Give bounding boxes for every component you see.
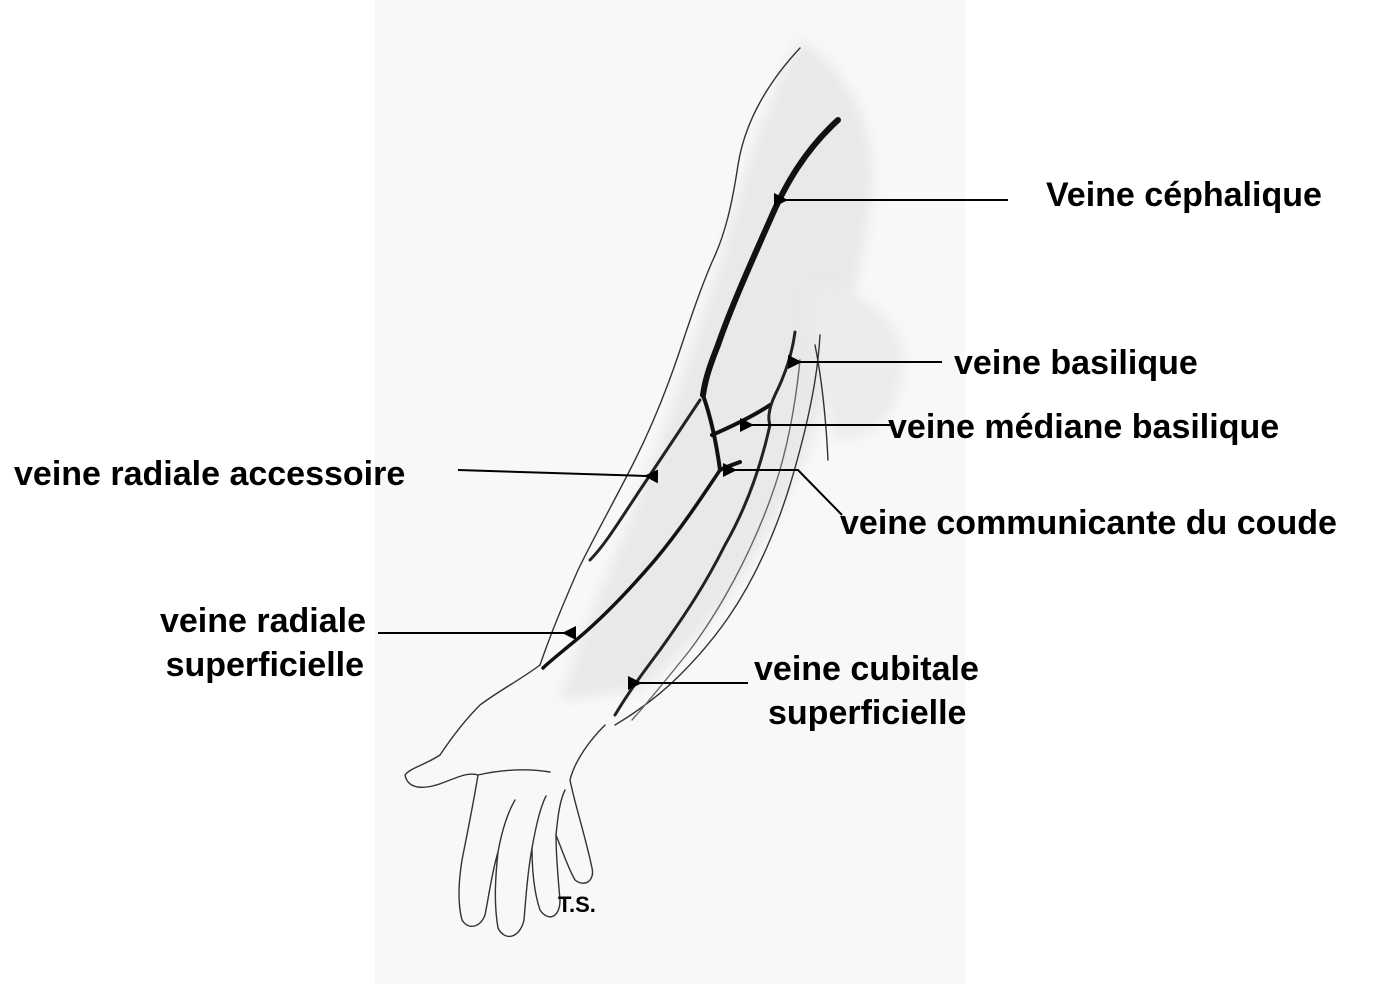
label-basilique: veine basilique (954, 344, 1198, 382)
label-communicante: veine communicante du coude (840, 504, 1337, 542)
label-cubitale-superficielle-line1: veine cubitale (754, 650, 979, 688)
label-cephalique: Veine céphalique (1046, 176, 1322, 214)
signature: T.S. (558, 892, 596, 917)
label-cubitale-superficielle-line2: superficielle (768, 694, 966, 732)
label-radiale-accessoire: veine radiale accessoire (14, 455, 405, 493)
label-mediane-basilique: veine médiane basilique (888, 408, 1279, 446)
label-radiale-superficielle-line2: superficielle (166, 646, 364, 684)
label-radiale-superficielle-line1: veine radiale (160, 602, 366, 640)
